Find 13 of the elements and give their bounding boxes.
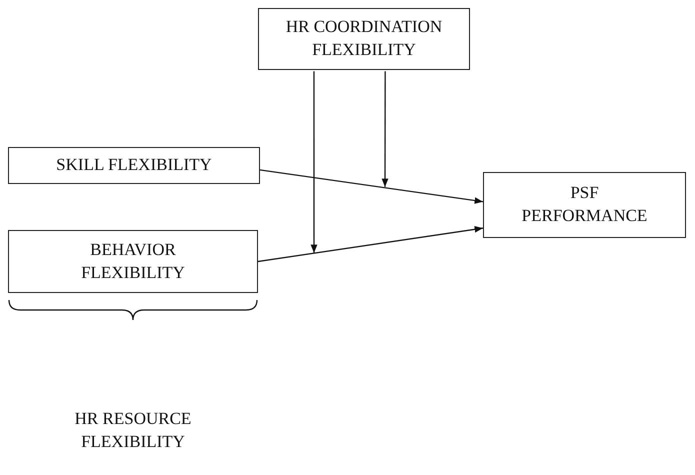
arrow: [310, 71, 318, 253]
concept-box: [258, 8, 470, 70]
box-label: HR COORDINATION FLEXIBILITY: [284, 16, 444, 61]
box-label: PSF PERFORMANCE: [520, 182, 648, 227]
concept-box: [483, 172, 686, 238]
group-label: HR RESOURCE FLEXIBILITY: [74, 408, 192, 453]
box-label: BEHAVIOR FLEXIBILITY: [80, 238, 186, 284]
box-label: SKILL FLEXIBILITY: [56, 154, 212, 176]
concept-box: [8, 147, 260, 184]
arrow: [260, 169, 484, 204]
arrow: [382, 71, 388, 187]
arrow: [258, 226, 484, 262]
concept-box: [8, 230, 258, 293]
